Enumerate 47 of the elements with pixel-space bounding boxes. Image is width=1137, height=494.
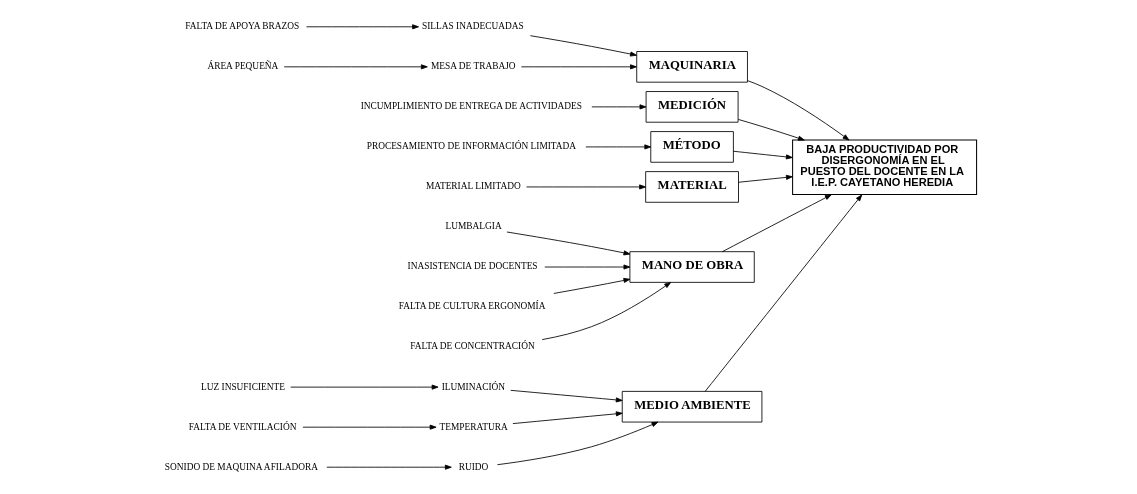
node-box: MEDIO AMBIENTE: [621, 390, 762, 423]
arrow: [737, 174, 793, 183]
arrow: [520, 64, 637, 70]
arrow: [732, 150, 793, 160]
arrow: [512, 411, 623, 425]
node-text: FALTA DE APOYA BRAZOS: [184, 21, 299, 32]
arrow: [325, 464, 452, 470]
arrow: [541, 282, 671, 341]
arrow: [301, 424, 436, 430]
node-text: PROCESAMIENTO DE INFORMACIÓN LIMITADA: [366, 141, 576, 152]
node-text: ILUMINACIÓN: [441, 381, 505, 392]
arrow: [590, 104, 646, 110]
node-text: SONIDO DE MAQUINA AFILADORA: [164, 461, 318, 472]
arrow: [283, 64, 428, 70]
arrow: [496, 421, 658, 466]
arrow: [552, 277, 630, 294]
node-box: BAJA PRODUCTIVIDAD POR DISERGONOMÍA EN EL PUESTO DEL DOCENTE EN LA I.E.P. CAYETANO HEREDIA: [791, 139, 977, 196]
arrow: [746, 80, 849, 141]
node-box: MÉTODO: [649, 131, 734, 163]
arrow: [584, 144, 651, 150]
node-box: MANO DE OBRA: [628, 251, 755, 283]
arrow: [543, 264, 630, 270]
node-text: RUIDO: [458, 461, 488, 472]
node-box: MAQUINARIA: [635, 51, 748, 83]
node-text: FALTA DE CONCENTRACIÓN: [409, 341, 535, 352]
arrow: [529, 35, 637, 57]
arrow: [305, 24, 419, 30]
node-text: SILLAS INADECUADAS: [421, 21, 524, 32]
node-text: ÁREA PEQUEÑA: [206, 61, 278, 72]
arrow: [525, 184, 646, 190]
node-box: MATERIAL: [644, 171, 739, 203]
arrow: [737, 119, 805, 141]
arrow: [289, 384, 438, 390]
node-text: INASISTENCIA DE DOCENTES: [407, 261, 538, 272]
arrow: [721, 194, 832, 253]
arrow: [509, 389, 623, 403]
node-text: INCUMPLIMIENTO DE ENTREGA DE ACTIVIDADES: [360, 101, 582, 112]
node-text: FALTA DE VENTILACIÓN: [188, 421, 296, 432]
node-text: MATERIAL LIMITADO: [425, 181, 521, 192]
arrow: [506, 231, 630, 256]
node-text: FALTA DE CULTURA ERGONOMÍA: [398, 301, 545, 312]
node-text: LUZ INSUFICIENTE: [200, 381, 285, 392]
arrow: [704, 194, 862, 392]
node-text: MESA DE TRABAJO: [430, 61, 516, 72]
node-text: TEMPERATURA: [439, 421, 508, 432]
node-text: LUMBALGIA: [444, 221, 502, 232]
node-box: MEDICIÓN: [645, 91, 738, 123]
